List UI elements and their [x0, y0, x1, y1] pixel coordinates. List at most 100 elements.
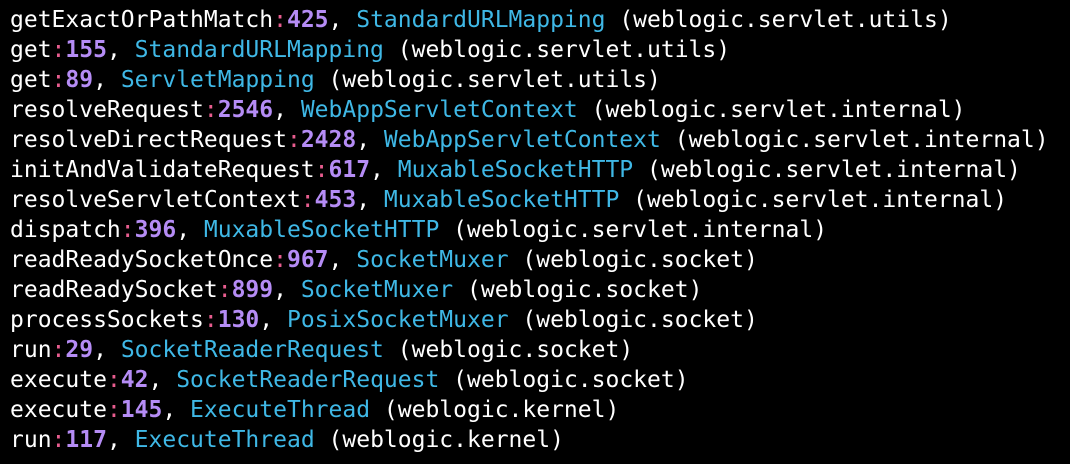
stack-frame[interactable]: run:117, ExecuteThread (weblogic.kernel): [10, 425, 1070, 455]
frame-method: getExactOrPathMatch: [10, 7, 274, 33]
stack-frame[interactable]: run:29, SocketReaderRequest (weblogic.so…: [10, 335, 1070, 365]
frame-method: get: [10, 67, 52, 93]
frame-paren-close: ): [993, 187, 1008, 213]
stack-frame[interactable]: getExactOrPathMatch:425, StandardURLMapp…: [10, 5, 1070, 35]
stack-frame[interactable]: processSockets:130, PosixSocketMuxer (we…: [10, 305, 1070, 335]
frame-colon: :: [314, 157, 329, 183]
frame-class-name[interactable]: WebAppServletContext: [383, 127, 661, 153]
frame-method: execute: [10, 367, 107, 393]
frame-paren-close: ): [647, 67, 661, 93]
stack-frame[interactable]: execute:42, SocketReaderRequest (weblogi…: [10, 365, 1070, 395]
frame-line-number: 2546: [217, 97, 274, 123]
frame-class-name[interactable]: ExecuteThread: [134, 427, 315, 453]
frame-separator: ,: [370, 157, 398, 183]
frame-paren-open: (: [370, 397, 398, 423]
frame-line-number: 425: [286, 7, 329, 33]
frame-colon: :: [51, 37, 66, 63]
frame-paren-open: (: [508, 247, 537, 273]
frame-paren-open: (: [605, 7, 634, 33]
stack-frame[interactable]: get:89, ServletMapping (weblogic.servlet…: [10, 65, 1070, 95]
frame-package: weblogic.servlet.internal: [660, 157, 1008, 183]
frame-class-name[interactable]: MuxableSocketHTTP: [397, 157, 634, 183]
frame-method: readReadySocketOnce: [10, 247, 274, 273]
frame-package: weblogic.servlet.internal: [467, 217, 814, 243]
stack-frame[interactable]: readReadySocketOnce:967, SocketMuxer (we…: [10, 245, 1070, 275]
frame-method: run: [10, 427, 52, 453]
frame-class-name[interactable]: SocketMuxer: [356, 247, 509, 273]
frame-colon: :: [203, 97, 218, 123]
frame-class-name[interactable]: SocketReaderRequest: [120, 337, 384, 363]
frame-colon: :: [120, 217, 135, 243]
frame-separator: ,: [106, 427, 135, 453]
frame-class-name[interactable]: ExecuteThread: [190, 397, 371, 423]
frame-separator: ,: [273, 277, 301, 303]
frame-class-name[interactable]: StandardURLMapping: [356, 7, 606, 33]
frame-class-name[interactable]: MuxableSocketHTTP: [383, 187, 620, 213]
frame-package: weblogic.kernel: [342, 427, 551, 453]
frame-package: weblogic.servlet.utils: [342, 67, 648, 93]
frame-separator: ,: [356, 127, 384, 153]
frame-class-name[interactable]: SocketMuxer: [300, 277, 454, 303]
frame-colon: :: [286, 127, 301, 153]
frame-paren-close: ): [743, 247, 758, 273]
frame-class-name[interactable]: WebAppServletContext: [300, 97, 578, 123]
stack-frame[interactable]: execute:145, ExecuteThread (weblogic.ker…: [10, 395, 1070, 425]
frame-paren-close: ): [550, 427, 564, 453]
frame-colon: :: [203, 307, 218, 333]
frame-separator: ,: [328, 247, 357, 273]
frame-package: weblogic.servlet.internal: [605, 97, 952, 123]
frame-paren-open: (: [508, 307, 537, 333]
frame-package: weblogic.servlet.internal: [688, 127, 1035, 153]
stack-frame[interactable]: dispatch:396, MuxableSocketHTTP (weblogi…: [10, 215, 1070, 245]
frame-method: dispatch: [10, 217, 121, 243]
frame-line-number: 2428: [300, 127, 357, 153]
frame-method: processSockets: [10, 307, 204, 333]
frame-method: initAndValidateRequest: [10, 157, 315, 183]
frame-paren-close: ): [716, 37, 731, 63]
frame-paren-open: (: [439, 217, 467, 243]
frame-line-number: 453: [314, 187, 357, 213]
frame-line-number: 29: [65, 337, 94, 363]
frame-paren-close: ): [605, 397, 620, 423]
frame-colon: :: [51, 427, 66, 453]
frame-method: execute: [10, 397, 107, 423]
frame-colon: :: [217, 277, 232, 303]
frame-paren-open: (: [314, 67, 343, 93]
frame-colon: :: [106, 397, 121, 423]
frame-paren-open: (: [439, 367, 468, 393]
frame-paren-open: (: [660, 127, 689, 153]
frame-package: weblogic.servlet.internal: [647, 187, 994, 213]
frame-method: run: [10, 337, 52, 363]
stack-frame[interactable]: initAndValidateRequest:617, MuxableSocke…: [10, 155, 1070, 185]
frame-separator: ,: [106, 37, 135, 63]
frame-colon: :: [273, 247, 287, 273]
frame-colon: :: [300, 187, 315, 213]
frame-separator: ,: [328, 7, 357, 33]
frame-method: readReadySocket: [10, 277, 218, 303]
frame-colon: :: [106, 367, 121, 393]
stack-frame[interactable]: resolveDirectRequest:2428, WebAppServlet…: [10, 125, 1070, 155]
frame-method: resolveRequest: [10, 97, 204, 123]
frame-class-name[interactable]: StandardURLMapping: [134, 37, 384, 63]
frame-line-number: 617: [328, 157, 371, 183]
frame-separator: ,: [273, 97, 301, 123]
frame-class-name[interactable]: SocketReaderRequest: [176, 367, 440, 393]
frame-class-name[interactable]: PosixSocketMuxer: [286, 307, 509, 333]
frame-paren-close: ): [674, 367, 689, 393]
frame-paren-open: (: [383, 37, 412, 63]
frame-paren-close: ): [1034, 127, 1049, 153]
frame-class-name[interactable]: MuxableSocketHTTP: [203, 217, 440, 243]
frame-line-number: 130: [217, 307, 260, 333]
stack-frame[interactable]: readReadySocket:899, SocketMuxer (weblog…: [10, 275, 1070, 305]
stack-frame[interactable]: resolveRequest:2546, WebAppServletContex…: [10, 95, 1070, 125]
frame-separator: ,: [259, 307, 287, 333]
frame-colon: :: [51, 337, 66, 363]
stack-frame[interactable]: resolveServletContext:453, MuxableSocket…: [10, 185, 1070, 215]
frame-paren-close: ): [813, 217, 828, 243]
stack-frame[interactable]: get:155, StandardURLMapping (weblogic.se…: [10, 35, 1070, 65]
frame-package: weblogic.servlet.utils: [633, 7, 938, 33]
frame-paren-close: ): [688, 277, 703, 303]
frame-class-name[interactable]: ServletMapping: [120, 67, 315, 93]
frame-paren-open: (: [577, 97, 606, 123]
